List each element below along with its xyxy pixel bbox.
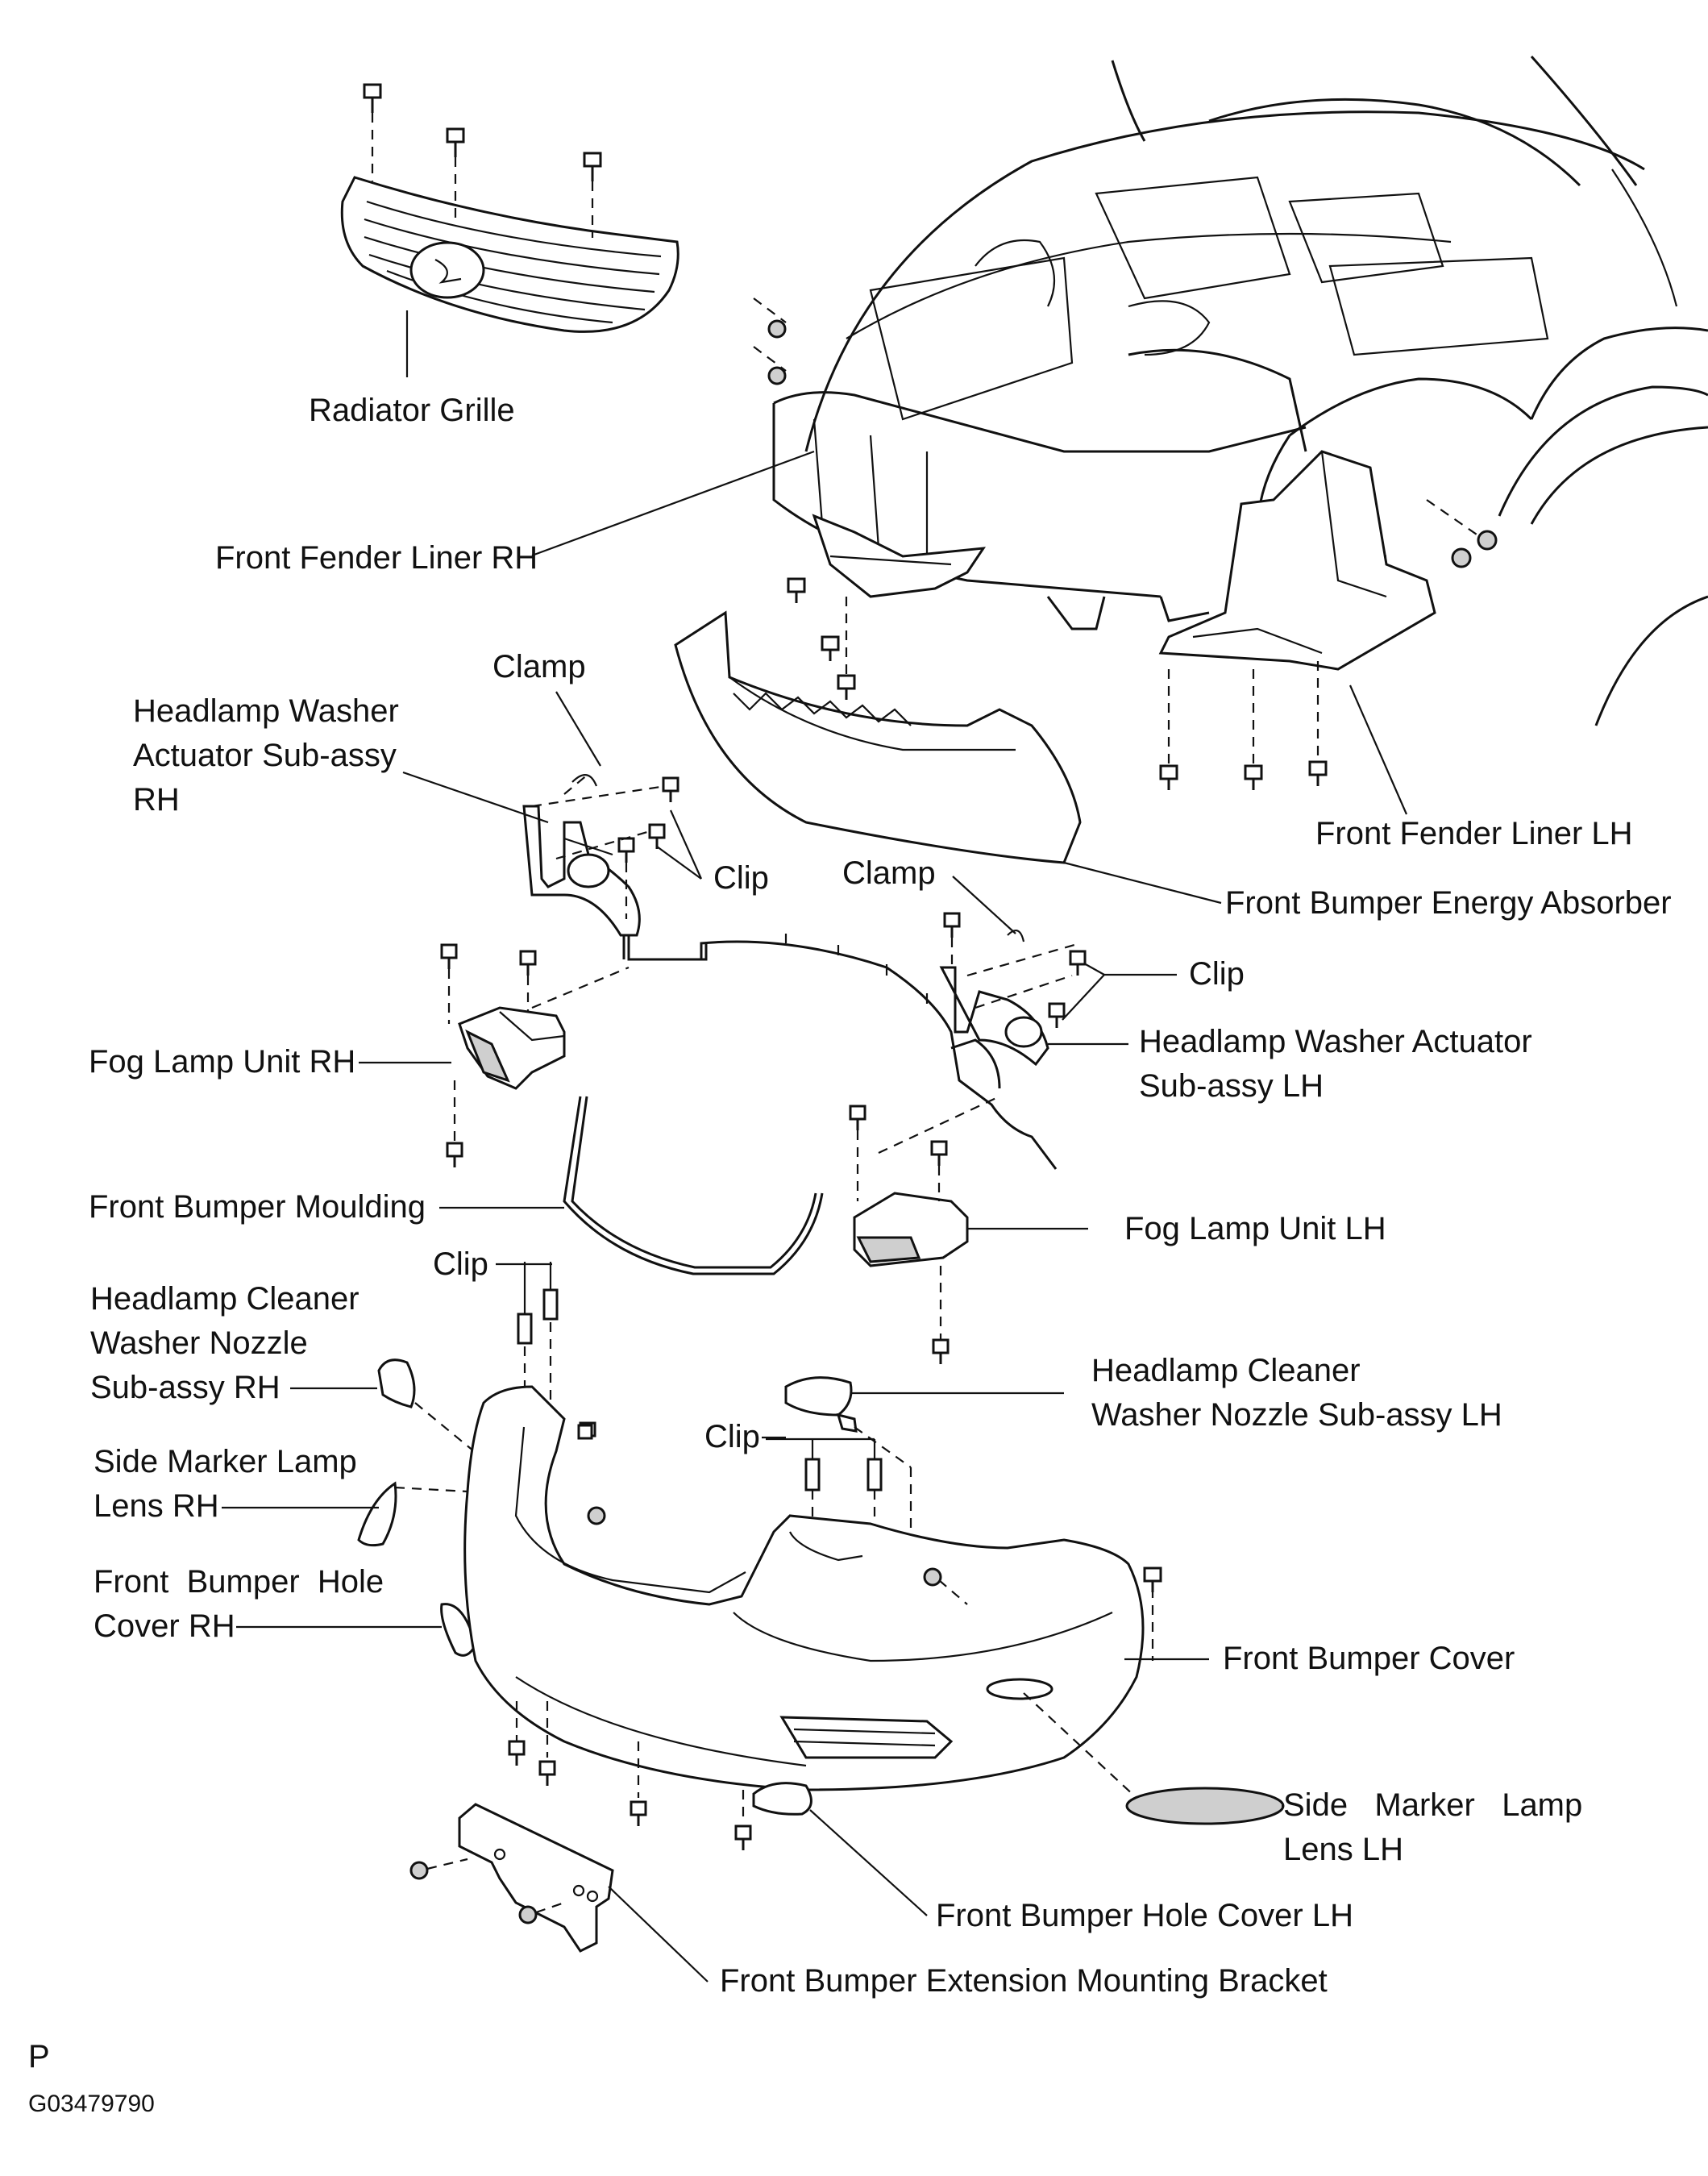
- label-clamp-mid: Clamp: [842, 855, 936, 891]
- grille-bolts: [363, 83, 602, 238]
- label-washer-actuator-rh-line2: Actuator Sub-assy: [133, 738, 397, 773]
- label-front-bumper-cover: Front Bumper Cover: [1223, 1641, 1515, 1676]
- label-front-fender-liner-lh: Front Fender Liner LH: [1315, 816, 1633, 851]
- label-clip-lower-mid: Clip: [704, 1419, 760, 1454]
- label-energy-absorber: Front Bumper Energy Absorber: [1225, 885, 1672, 921]
- headlamp-washer-actuator-rh-part: [522, 773, 679, 937]
- side-marker-lamp-lens-lh-part: [1125, 1787, 1285, 1825]
- footer-letter: P: [28, 2039, 50, 2074]
- fog-lamp-unit-rh-part: [440, 943, 630, 1167]
- label-washer-actuator-rh-line1: Headlamp Washer: [133, 693, 399, 729]
- label-washer-actuator-rh-line3: RH: [133, 782, 180, 818]
- front-bumper-cover-part: [463, 1385, 1162, 1799]
- label-clip-mid: Clip: [1189, 956, 1245, 992]
- label-clamp-upper: Clamp: [492, 649, 586, 684]
- front-fender-liner-rh-part: [812, 514, 987, 598]
- front-bumper-hole-cover-lh-part: [752, 1782, 812, 1816]
- label-nozzle-rh-line2: Washer Nozzle: [90, 1325, 308, 1361]
- radiator-grille-part: [340, 176, 679, 333]
- side-marker-lamp-lens-rh-part: [357, 1481, 468, 1547]
- label-nozzle-rh-line3: Sub-assy RH: [90, 1370, 281, 1405]
- label-hole-cover-rh-line1: Front Bumper Hole: [94, 1564, 384, 1600]
- label-nozzle-lh-line2: Washer Nozzle Sub-assy LH: [1091, 1397, 1502, 1433]
- front-bumper-energy-absorber-part: [674, 610, 1082, 864]
- label-extension-bracket: Front Bumper Extension Mounting Bracket: [720, 1963, 1328, 1999]
- bumper-cover-lower-fasteners: [508, 1421, 752, 1850]
- label-side-marker-lh-line1: Side Marker Lamp: [1283, 1787, 1583, 1823]
- label-side-marker-lh-line2: Lens LH: [1283, 1832, 1403, 1867]
- label-clip-lower-left: Clip: [433, 1246, 488, 1282]
- leader-lines: [222, 450, 1408, 1983]
- washer-hose: [622, 926, 1058, 1170]
- label-washer-actuator-lh-line1: Headlamp Washer Actuator: [1139, 1024, 1532, 1059]
- fog-lamp-unit-lh-part: [849, 1096, 1000, 1364]
- headlamp-washer-actuator-lh-part: [939, 912, 1087, 1067]
- label-fog-lamp-rh: Fog Lamp Unit RH: [89, 1044, 356, 1080]
- label-nozzle-lh-line1: Headlamp Cleaner: [1091, 1353, 1361, 1388]
- label-fog-lamp-lh: Fog Lamp Unit LH: [1124, 1211, 1386, 1246]
- label-washer-actuator-lh-line2: Sub-assy LH: [1139, 1068, 1324, 1104]
- figure-code: G03479790: [28, 2091, 155, 2117]
- label-nozzle-rh-line1: Headlamp Cleaner: [90, 1281, 359, 1317]
- label-hole-cover-lh: Front Bumper Hole Cover LH: [936, 1898, 1353, 1933]
- label-radiator-grille: Radiator Grille: [309, 393, 515, 428]
- front-bumper-moulding-part: [563, 1096, 824, 1275]
- front-bumper-extension-bracket-part: [409, 1803, 614, 1953]
- fender-liner-fasteners: [753, 297, 1498, 790]
- label-front-bumper-moulding: Front Bumper Moulding: [89, 1189, 426, 1225]
- front-fender-liner-lh-part: [1158, 450, 1436, 671]
- label-front-fender-liner-rh: Front Fender Liner RH: [215, 540, 538, 576]
- label-side-marker-rh-line2: Lens RH: [94, 1488, 219, 1524]
- label-hole-cover-rh-line2: Cover RH: [94, 1608, 235, 1644]
- label-side-marker-rh-line1: Side Marker Lamp: [94, 1444, 357, 1479]
- label-clip-upper: Clip: [713, 860, 769, 896]
